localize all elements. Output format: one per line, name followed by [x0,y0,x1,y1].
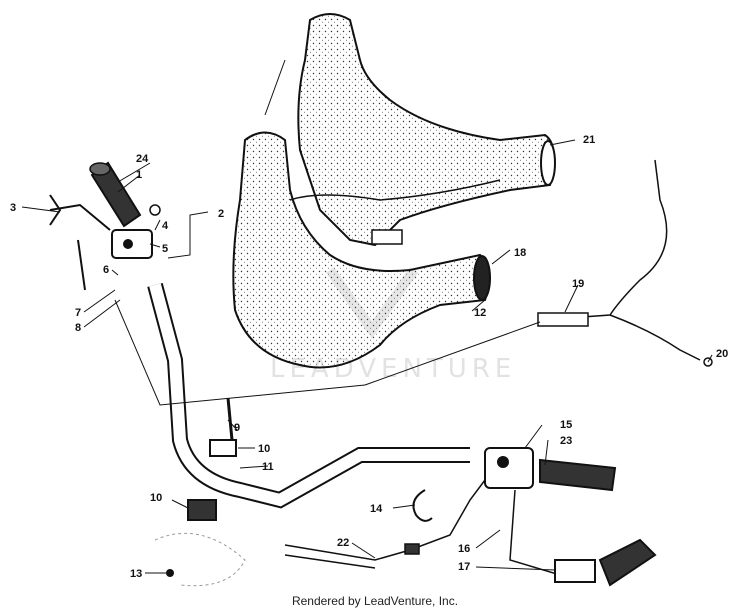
callout-12: 12 [474,307,486,319]
leader-lines [21,59,713,574]
kill-switch [509,489,657,587]
callout-24: 24 [136,153,149,165]
hand-guard-lower [232,131,491,369]
callout-20: 20 [716,348,728,360]
footer-credit: Rendered by LeadVenture, Inc. [291,594,459,608]
callout-10: 10 [258,443,270,455]
spring-clip [412,489,433,522]
callout-19: 19 [572,278,584,290]
callout-22: 22 [337,537,349,549]
callout-1: 1 [136,169,142,181]
throttle-cable [537,159,713,367]
callout-18: 18 [514,247,526,259]
clamp-lower [187,499,217,521]
callout-2: 2 [218,208,224,220]
callout-13: 13 [130,568,142,580]
callout-11: 11 [262,461,274,473]
left-control-housing [49,194,161,291]
callout-4: 4 [162,220,169,232]
callout-17: 17 [458,561,470,573]
callout-23: 23 [560,435,572,447]
mount-bolt [154,532,246,587]
callout-3: 3 [10,202,16,214]
callout-labels: 24 1 3 2 4 5 6 7 8 21 18 12 19 20 9 10 1… [10,134,728,580]
callout-5: 5 [162,243,168,255]
callout-10-lower: 10 [150,492,162,504]
wiring-harness [284,479,486,569]
callout-16: 16 [458,543,470,555]
throttle-housing [484,447,617,492]
callout-8: 8 [75,322,81,334]
callout-9: 9 [234,422,240,434]
callout-15: 15 [560,419,572,431]
hand-guard-shroud [289,13,556,247]
callout-7: 7 [75,307,81,319]
callout-6: 6 [103,264,109,276]
left-grip [89,161,142,228]
clamp-upper [209,397,237,457]
callout-14: 14 [370,503,383,515]
handlebar [147,282,470,509]
callout-21: 21 [583,134,595,146]
